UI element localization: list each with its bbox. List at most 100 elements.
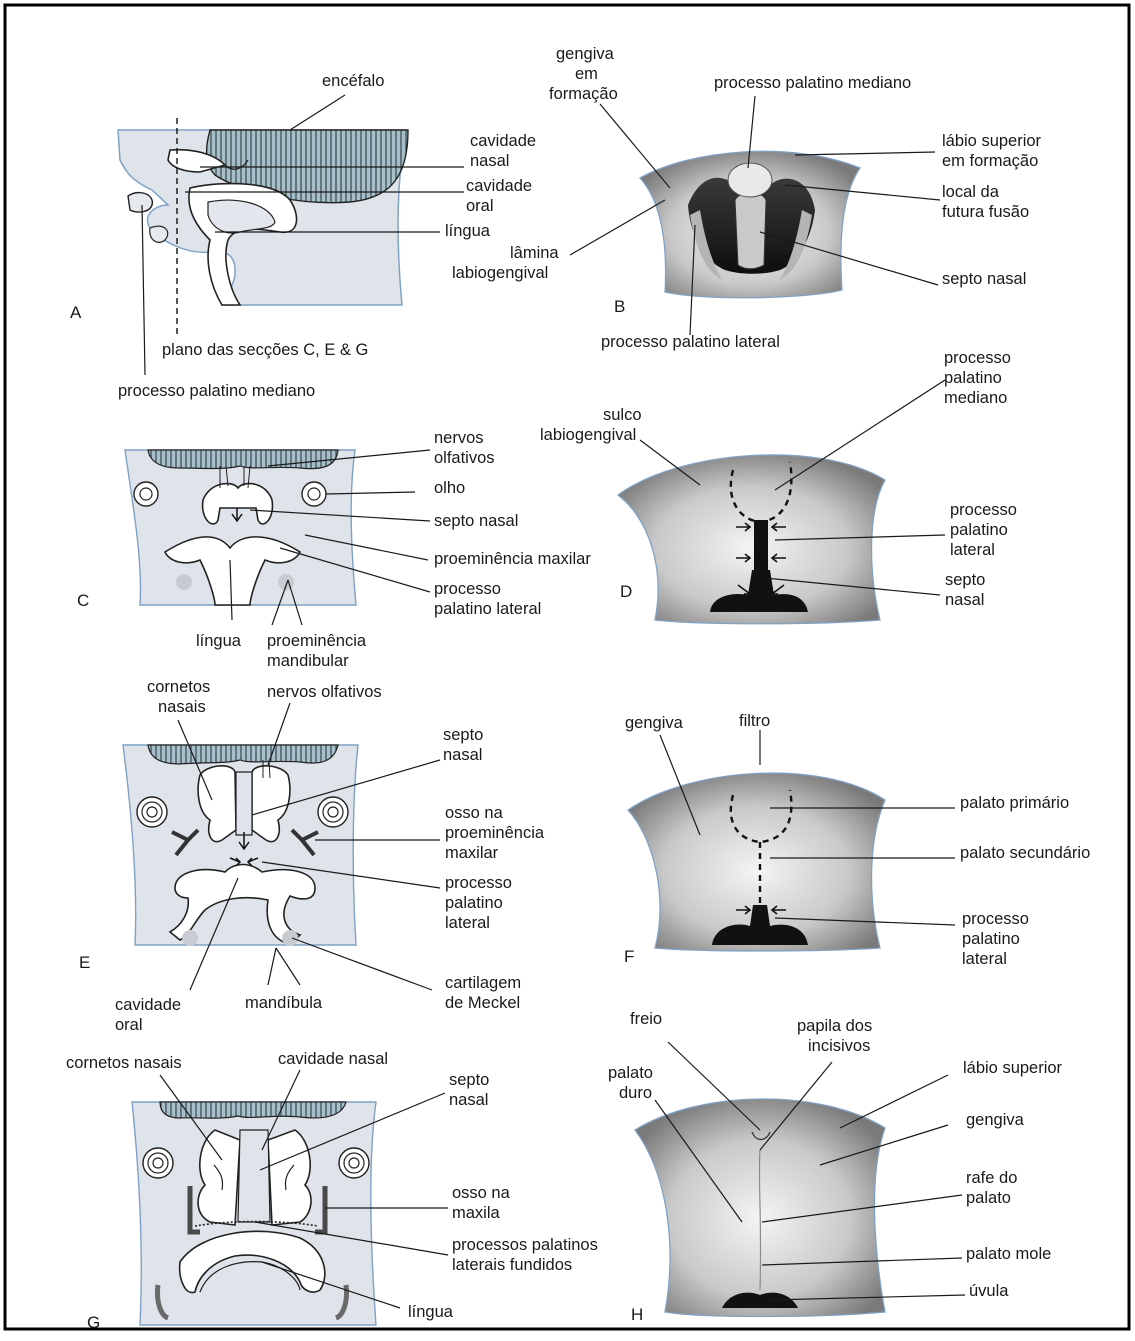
- label-processo-lateral-b: processo palatino lateral: [601, 333, 780, 351]
- label-primario: palato primário: [960, 794, 1069, 812]
- label-processo-mediano-b: processo palatino mediano: [714, 74, 911, 92]
- brain-g: [160, 1102, 346, 1118]
- label-nervos-e: nervos olfativos: [267, 683, 382, 701]
- label-septo-2-e: nasal: [443, 746, 482, 764]
- label-processo-2-e: palatino: [445, 894, 503, 912]
- label-osso-1-g: osso na: [452, 1184, 511, 1202]
- label-lingua-a: língua: [445, 222, 491, 240]
- label-osso-2-e: proeminência: [445, 824, 545, 842]
- label-septo-1-d: septo: [945, 571, 985, 589]
- eye-left-c: [134, 482, 158, 506]
- panel-g-letter: G: [87, 1313, 100, 1332]
- label-mediano-1-d: processo: [944, 349, 1011, 367]
- nasal-septum-e: [236, 772, 252, 835]
- label-cavidade-nasal-1: cavidade: [470, 132, 536, 150]
- panel-e-diagram: [123, 703, 440, 990]
- label-mandibular-2: mandibular: [267, 652, 349, 670]
- label-lamina-2: labiogengival: [452, 264, 548, 282]
- label-papila-2: incisivos: [808, 1037, 870, 1055]
- label-septo-c: septo nasal: [434, 512, 518, 530]
- label-meckel-1: cartilagem: [445, 974, 521, 992]
- label-rafe-1: rafe do: [966, 1169, 1017, 1187]
- label-proeminencia-maxilar: proeminência maxilar: [434, 550, 591, 568]
- panel-c-diagram: [125, 450, 430, 625]
- label-lingua-g: língua: [408, 1303, 454, 1321]
- label-processo-1-e: processo: [445, 874, 512, 892]
- label-lateral-3-d: lateral: [950, 541, 995, 559]
- label-gengiva-f: gengiva: [625, 714, 684, 732]
- nasal-septum-b: [735, 193, 766, 269]
- nasal-septum-d: [754, 520, 768, 600]
- label-septo-2-d: nasal: [945, 591, 984, 609]
- label-processo-2-c: palatino lateral: [434, 600, 541, 618]
- label-meckel-2: de Meckel: [445, 994, 520, 1012]
- label-osso-2-g: maxila: [452, 1204, 501, 1222]
- median-palatine-process-b: [728, 163, 772, 197]
- panel-d-diagram: [618, 380, 945, 624]
- label-processo-1-f: processo: [962, 910, 1029, 928]
- nasal-cavity-right-g: [268, 1130, 311, 1225]
- label-secundario: palato secundário: [960, 844, 1090, 862]
- label-duro-2: duro: [619, 1084, 652, 1102]
- label-palato-mole: palato mole: [966, 1245, 1051, 1263]
- label-cavidade-2-e: oral: [115, 1016, 143, 1034]
- label-filtro: filtro: [739, 712, 770, 730]
- label-cornetos-g: cornetos nasais: [66, 1054, 182, 1072]
- label-processo-3-e: lateral: [445, 914, 490, 932]
- label-lateral-1-d: processo: [950, 501, 1017, 519]
- label-cavidade-g: cavidade nasal: [278, 1050, 388, 1068]
- panel-c-letter: C: [77, 591, 89, 610]
- panel-f-letter: F: [624, 947, 634, 966]
- label-mediano-3-d: mediano: [944, 389, 1007, 407]
- label-rafe-2: palato: [966, 1189, 1011, 1207]
- label-septo-1-g: septo: [449, 1071, 489, 1089]
- label-sulco-2: labiogengival: [540, 426, 636, 444]
- label-fundidos-2: laterais fundidos: [452, 1256, 572, 1274]
- label-papila-1: papila dos: [797, 1017, 872, 1035]
- panel-a-letter: A: [70, 303, 82, 322]
- label-mandibula: mandíbula: [245, 994, 323, 1012]
- eye-right-c: [302, 482, 326, 506]
- panel-h-diagram: [635, 1042, 965, 1317]
- brain-c: [148, 450, 338, 469]
- label-mediano-2-d: palatino: [944, 369, 1002, 387]
- panel-f-diagram: [628, 730, 955, 951]
- label-septo-1-e: septo: [443, 726, 483, 744]
- chin: [150, 226, 168, 242]
- panel-g-diagram: [132, 1070, 448, 1325]
- label-fundidos-1: processos palatinos: [452, 1236, 598, 1254]
- label-nervos-2-c: olfativos: [434, 449, 495, 467]
- label-labio-2: em formação: [942, 152, 1038, 170]
- label-gengiva-h: gengiva: [966, 1111, 1025, 1129]
- medial-palatine-process: [128, 193, 152, 213]
- label-nervos-1-c: nervos: [434, 429, 484, 447]
- label-encefalo: encéfalo: [322, 72, 384, 90]
- label-gengiva-3: formação: [549, 85, 618, 103]
- label-cavidade-1-e: cavidade: [115, 996, 181, 1014]
- panel-e-letter: E: [79, 953, 90, 972]
- label-osso-3-e: maxilar: [445, 844, 499, 862]
- nasal-cavity-left-g: [198, 1130, 240, 1225]
- label-sulco-1: sulco: [603, 406, 642, 424]
- label-cavidade-nasal-2: nasal: [470, 152, 509, 170]
- panel-a-diagram: [118, 95, 464, 375]
- label-processo-2-f: palatino: [962, 930, 1020, 948]
- label-cavidade-oral-2: oral: [466, 197, 494, 215]
- label-septo-2-g: nasal: [449, 1091, 488, 1109]
- label-duro-1: palato: [608, 1064, 653, 1082]
- label-processo-3-f: lateral: [962, 950, 1007, 968]
- label-mandibular-1: proeminência: [267, 632, 367, 650]
- panel-b-diagram: [570, 96, 940, 335]
- label-lateral-2-d: palatino: [950, 521, 1008, 539]
- label-cornetos-1-e: cornetos: [147, 678, 210, 696]
- label-processo-mediano-a: processo palatino mediano: [118, 382, 315, 400]
- label-gengiva-2: em: [575, 65, 598, 83]
- label-gengiva-1: gengiva: [556, 45, 615, 63]
- label-plano: plano das secções C, E & G: [162, 341, 368, 359]
- label-lingua-c: língua: [196, 632, 242, 650]
- label-processo-1-c: processo: [434, 580, 501, 598]
- label-local-2: futura fusão: [942, 203, 1029, 221]
- label-septo-b: septo nasal: [942, 270, 1026, 288]
- panel-d-letter: D: [620, 582, 632, 601]
